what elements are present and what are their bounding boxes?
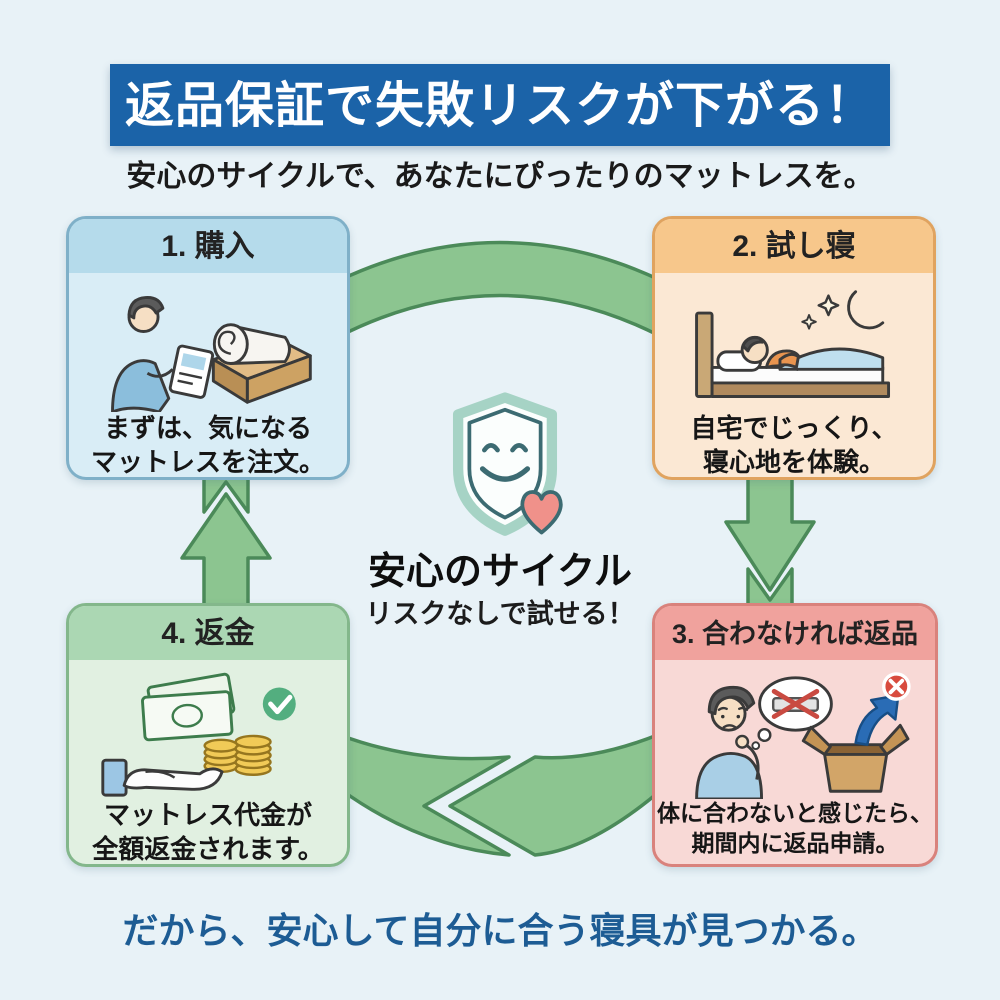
subtitle: 安心のサイクルで、あなたにぴったりのマットレスを。 (126, 160, 874, 193)
step-header: 2. 試し寝 (655, 219, 933, 273)
person-ordering-tablet-mattress-icon (110, 296, 312, 412)
page-title: 返品保証で失敗リスクが下がる！ (124, 79, 875, 133)
center-heading: 安心のサイクル (367, 551, 633, 593)
step-header: 1. 購入 (69, 219, 347, 273)
step-caption: まずは、気になる マットレスを注文。 (90, 413, 325, 477)
step-caption: 体に合わないと感じたら、 期間内に返品申請。 (657, 800, 933, 856)
center-subheading: リスクなしで試せる！ (365, 599, 635, 629)
arrow-top-band (338, 240, 662, 338)
arrow-bottom-head-band (448, 732, 662, 857)
footer-message: だから、安心して自分に合う寝具が見つかる。 (122, 910, 878, 951)
title-banner: 返品保証で失敗リスクが下がる！ (110, 64, 890, 146)
step-card-return: 3. 合わなければ返品 (652, 603, 938, 867)
shield-smile-heart-icon (452, 392, 563, 536)
worried-person-return-box-icon (694, 672, 911, 799)
arrow-right-head (724, 470, 816, 592)
person-sleeping-bed-moon-icon (694, 290, 890, 398)
step-card-refund: 4. 返金 (66, 603, 350, 867)
step-card-trial-sleep: 2. 試し寝 自宅でじっくり、 寝心地を体験。 (652, 216, 936, 480)
step-header: 3. 合わなければ返品 (655, 606, 935, 660)
arrow-bottom-band (338, 733, 511, 857)
step-card-purchase: 1. 購入 まずは、 (66, 216, 350, 480)
step-caption: マットレス代金が 全額返金されます。 (92, 800, 324, 864)
hand-money-refund-check-icon (100, 672, 296, 797)
step-caption: 自宅でじっくり、 寝心地を体験。 (690, 413, 898, 477)
step-header: 4. 返金 (69, 606, 347, 660)
